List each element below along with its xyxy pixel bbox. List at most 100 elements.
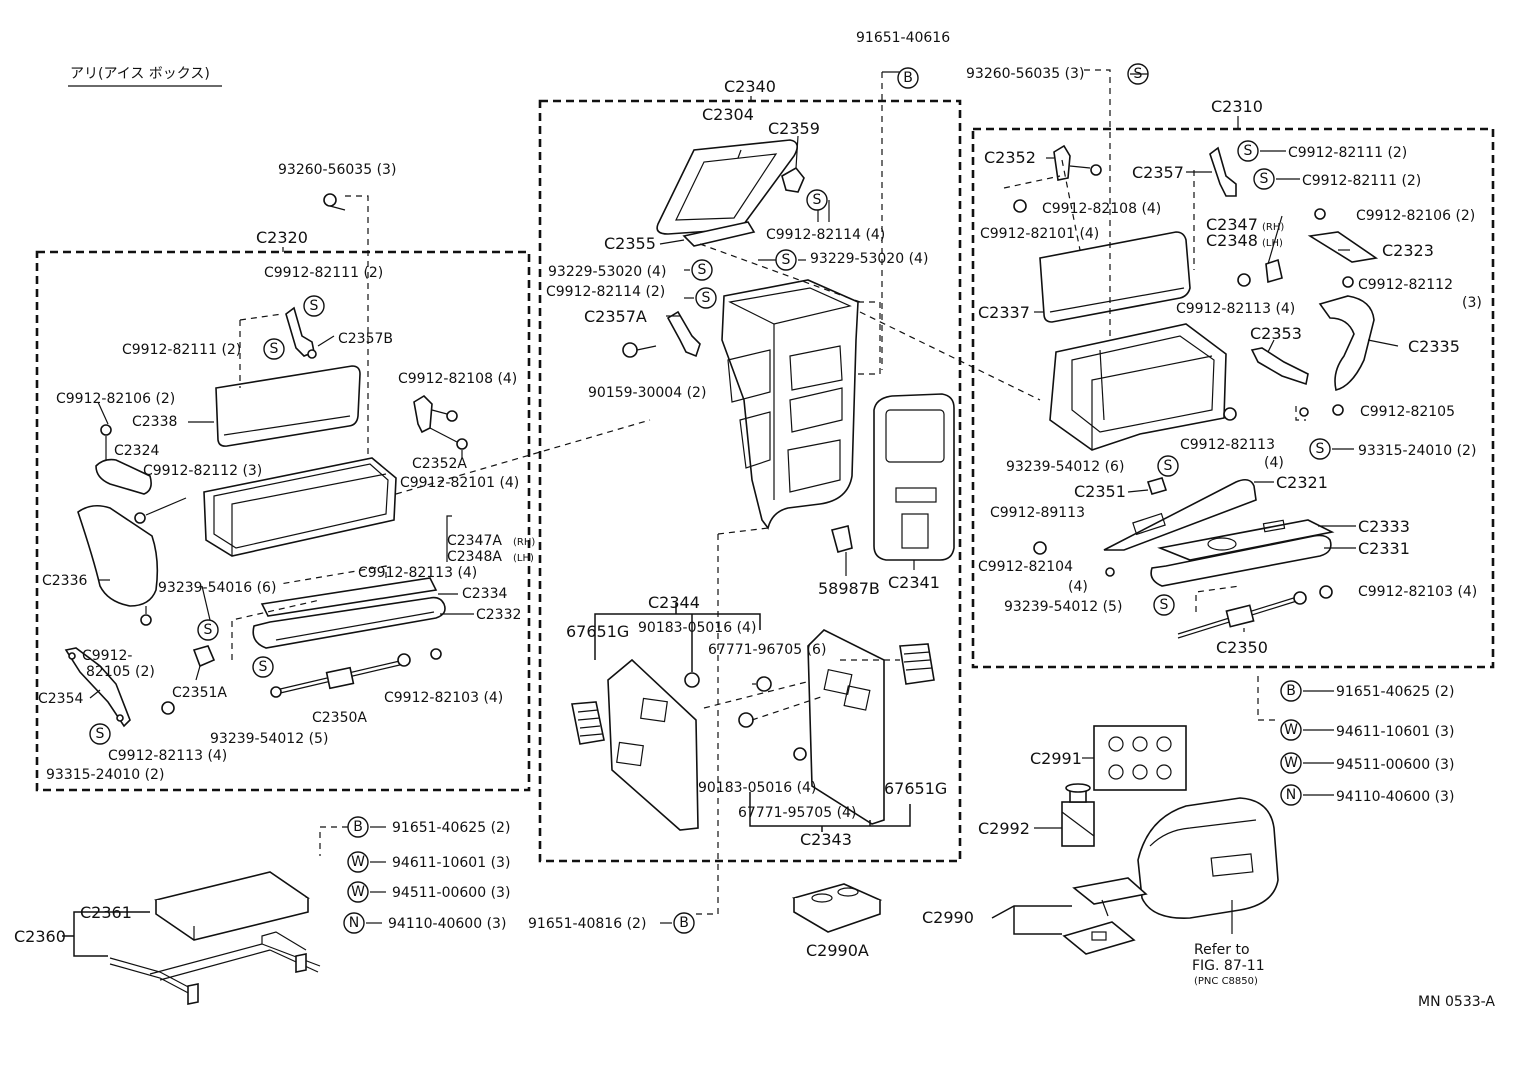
clip-58987b xyxy=(831,525,853,553)
latch-c2352a xyxy=(413,394,468,450)
symbol-s-text: S xyxy=(1164,458,1173,474)
label-c9912-82111-b: C9912-82111 (2) xyxy=(122,342,241,358)
symbol-s: S xyxy=(1157,455,1179,477)
label-c2331: C2331 xyxy=(1358,539,1410,558)
label-c9912-82106-left: C9912-82106 (2) xyxy=(56,391,175,407)
label-c2334: C2334 xyxy=(462,586,507,602)
symbol-s-text: S xyxy=(782,252,791,268)
symbol-s: S xyxy=(775,249,797,271)
hinge-c2357a xyxy=(622,310,701,358)
label-c2357b: C2357B xyxy=(338,331,393,347)
side-panel-c2336 xyxy=(77,497,187,626)
label-c2354: C2354 xyxy=(38,691,83,707)
label-c2332: C2332 xyxy=(476,607,521,623)
label-c2352: C2352 xyxy=(984,148,1036,167)
bracket-c2323 xyxy=(1307,208,1379,263)
symbol-s-text: S xyxy=(698,262,707,278)
screw-93260-left xyxy=(323,193,346,211)
tray-c2333 xyxy=(1157,519,1335,561)
label-c2347: C2347 xyxy=(1206,215,1258,234)
label-93229-53020-b: 93229-53020 (4) xyxy=(810,251,928,267)
group-box-c2340 xyxy=(538,99,962,863)
bracket-c2351a xyxy=(192,645,216,668)
label-c2361: C2361 xyxy=(80,903,132,922)
panel-c2343 xyxy=(738,629,935,825)
label-c9912-82108-right: C9912-82108 (4) xyxy=(1042,201,1161,217)
label-c2350a: C2350A xyxy=(312,710,367,726)
label-93239-54012-right-b: 93239-54012 (5) xyxy=(1004,599,1122,615)
bar-c2321 xyxy=(1103,478,1257,551)
label-93239-54012-left: 93239-54012 (5) xyxy=(210,731,328,747)
label-c9912-82101-right: C9912-82101 (4) xyxy=(980,226,1099,242)
group-box-c2310 xyxy=(971,127,1495,669)
label-c9912-82108-left: C9912-82108 (4) xyxy=(398,371,517,387)
label-c9912-82104-qty: (4) xyxy=(1068,579,1088,595)
label-93315-24010-left: 93315-24010 (2) xyxy=(46,767,164,783)
symbol-s: S xyxy=(89,723,111,745)
label-67651g-left: 67651G xyxy=(566,622,629,641)
label-c9912-82103-right: C9912-82103 (4) xyxy=(1358,584,1477,600)
label-refer-to: Refer to xyxy=(1194,942,1250,958)
symbol-s: S xyxy=(252,656,274,678)
figure-code: MN 0533-A xyxy=(1418,994,1495,1010)
group-label-c2340: C2340 xyxy=(724,77,776,96)
bracket-c2355 xyxy=(682,221,756,247)
label-93229-53020-a: 93229-53020 (4) xyxy=(548,264,666,280)
tray-c2990-lower xyxy=(1062,921,1136,955)
label-c9912-82114-b: C9912-82114 (2) xyxy=(546,284,665,300)
label-94511-00600-right: 94511-00600 (3) xyxy=(1336,757,1454,773)
label-c9912-82101-left: C9912-82101 (4) xyxy=(400,475,519,491)
group-box-c2320 xyxy=(35,250,531,792)
label-c9912-82111-a: C9912-82111 (2) xyxy=(264,265,383,281)
latch-c2359 xyxy=(781,166,805,193)
cooler-box xyxy=(1137,797,1279,919)
label-fig-87-11: FIG. 87-11 xyxy=(1192,958,1265,974)
tray-c2361 xyxy=(154,871,310,941)
block-c2990a xyxy=(791,883,883,933)
label-c9912-82112-left: C9912-82112 (3) xyxy=(143,463,262,479)
label-c2335: C2335 xyxy=(1408,337,1460,356)
symbol-w: W xyxy=(1280,752,1302,774)
group-label-c2344: C2344 xyxy=(648,593,700,612)
symbol-s-text: S xyxy=(813,192,822,208)
label-c9912-82112-right: C9912-82112 xyxy=(1358,277,1453,293)
diagram-title: アリ(アイス ボックス) xyxy=(70,66,210,82)
symbol-s-text: S xyxy=(1316,441,1325,457)
symbol-b: B xyxy=(347,816,369,838)
symbol-b: B xyxy=(1280,680,1302,702)
symbol-s-text: S xyxy=(270,341,279,357)
label-90183-05016-b: 90183-05016 (4) xyxy=(698,780,816,796)
group-label-c2360: C2360 xyxy=(14,927,66,946)
label-c9912-82113-right-qty: (4) xyxy=(1264,455,1284,471)
label-c9912-82113-right-a: C9912-82113 (4) xyxy=(1176,301,1295,317)
label-91651-40816: 91651-40816 (2) xyxy=(528,916,646,932)
symbol-b-text: B xyxy=(903,70,913,86)
symbol-w: W xyxy=(347,881,369,903)
label-c2324: C2324 xyxy=(114,443,159,459)
label-c2341: C2341 xyxy=(888,573,940,592)
hinge-c2357b xyxy=(285,306,317,359)
label-c9912-82106-right: C9912-82106 (2) xyxy=(1356,208,1475,224)
symbol-n-text: N xyxy=(1286,787,1296,803)
symbol-s: S xyxy=(691,259,713,281)
symbol-s: S xyxy=(1253,168,1275,190)
label-c2323: C2323 xyxy=(1382,241,1434,260)
symbol-s-text: S xyxy=(1260,171,1269,187)
label-94511-00600-left: 94511-00600 (3) xyxy=(392,885,510,901)
symbol-w: W xyxy=(347,851,369,873)
label-94611-10601-left: 94611-10601 (3) xyxy=(392,855,510,871)
symbol-w-text: W xyxy=(1284,722,1298,738)
label-c2359: C2359 xyxy=(768,119,820,138)
label-c9912-82112-qty: (3) xyxy=(1462,295,1482,311)
label-91651-40616: 91651-40616 xyxy=(856,30,950,46)
label-lh-tag-a: (LH) xyxy=(513,553,534,564)
symbol-w: W xyxy=(1280,719,1302,741)
rack-c2360 xyxy=(109,931,321,1005)
tray-c2990-upper xyxy=(1072,877,1148,917)
symbol-b: B xyxy=(673,912,695,934)
label-94611-10601-right: 94611-10601 (3) xyxy=(1336,724,1454,740)
label-c2351a: C2351A xyxy=(172,685,227,701)
label-93239-54012-right-a: 93239-54012 (6) xyxy=(1006,459,1124,475)
label-90159-30004: 90159-30004 (2) xyxy=(588,385,706,401)
symbol-s-text: S xyxy=(204,622,213,638)
